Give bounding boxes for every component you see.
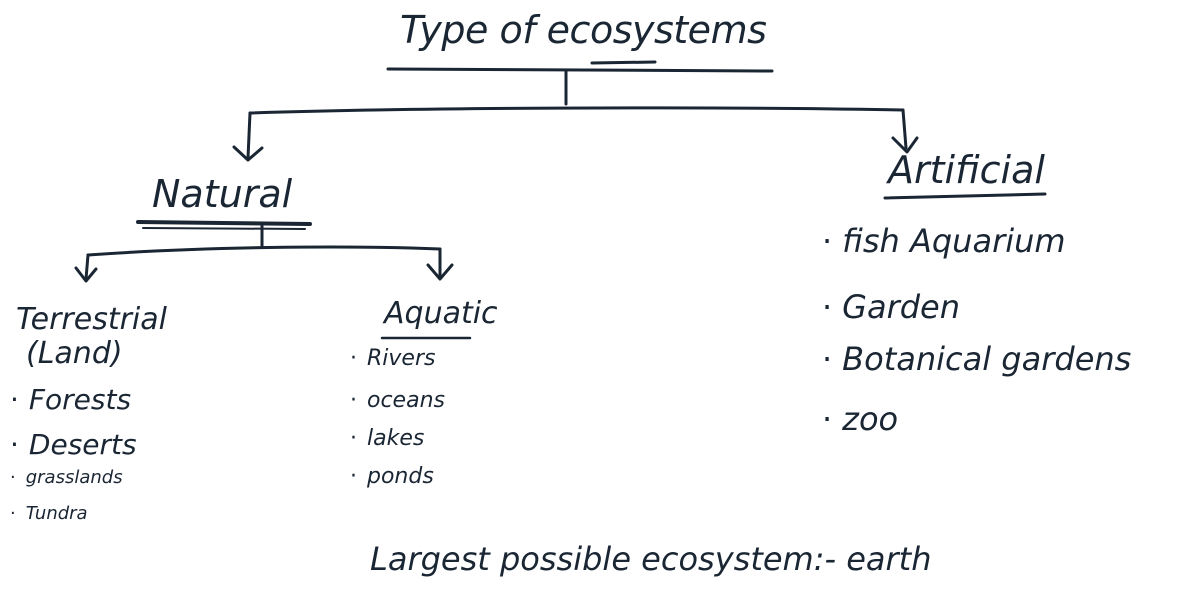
- list-item: ·Botanical gardens: [822, 340, 1132, 378]
- list-item: ·Deserts: [10, 428, 137, 461]
- list-item: ·Tundra: [10, 503, 88, 524]
- bullet-icon: ·: [822, 288, 833, 326]
- natural-branch-line: [86, 245, 442, 257]
- list-item: ·zoo: [822, 400, 899, 438]
- bullet-icon: ·: [10, 467, 16, 488]
- terrestrial-arrowhead: [74, 266, 98, 283]
- bullet-icon: ·: [350, 346, 357, 371]
- list-item: ·lakes: [350, 426, 425, 451]
- bullet-icon: ·: [822, 222, 833, 260]
- list-item: ·Forests: [10, 383, 132, 416]
- list-item: ·grasslands: [10, 467, 123, 488]
- natural-underline-2: [142, 227, 306, 230]
- artificial-underline: [883, 192, 1047, 200]
- bullet-icon: ·: [10, 503, 16, 524]
- bullet-icon: ·: [350, 426, 357, 451]
- terrestrial-heading: Terrestrial: [16, 302, 167, 337]
- natural-drop-line: [246, 111, 252, 160]
- list-item: ·Rivers: [350, 346, 436, 371]
- bullet-icon: ·: [350, 388, 357, 413]
- bullet-icon: ·: [350, 464, 357, 489]
- bullet-icon: ·: [10, 428, 19, 461]
- top-branch-line: [248, 106, 905, 115]
- terrestrial-drop-line: [84, 253, 90, 281]
- artificial-arrowhead: [891, 136, 919, 154]
- aquatic-arrowhead: [426, 263, 454, 281]
- artificial-drop-line: [901, 108, 908, 150]
- title-underline: [386, 67, 774, 73]
- list-item: ·ponds: [350, 464, 434, 489]
- bullet-icon: ·: [10, 383, 19, 416]
- terrestrial-subheading: (Land): [26, 336, 123, 371]
- list-item: ·oceans: [350, 388, 445, 413]
- bullet-icon: ·: [822, 340, 833, 378]
- bullet-icon: ·: [822, 400, 833, 438]
- natural-arrowhead: [232, 145, 264, 162]
- artificial-heading: Artificial: [888, 148, 1045, 192]
- natural-underline: [136, 220, 312, 226]
- natural-heading: Natural: [152, 172, 293, 216]
- title-emphasis-underline: [590, 60, 657, 65]
- aquatic-heading: Aquatic: [384, 296, 498, 331]
- list-item: ·fish Aquarium: [822, 222, 1066, 260]
- footer-note: Largest possible ecosystem:- earth: [370, 540, 932, 578]
- diagram-title: Type of ecosystems: [400, 8, 767, 52]
- list-item: ·Garden: [822, 288, 961, 326]
